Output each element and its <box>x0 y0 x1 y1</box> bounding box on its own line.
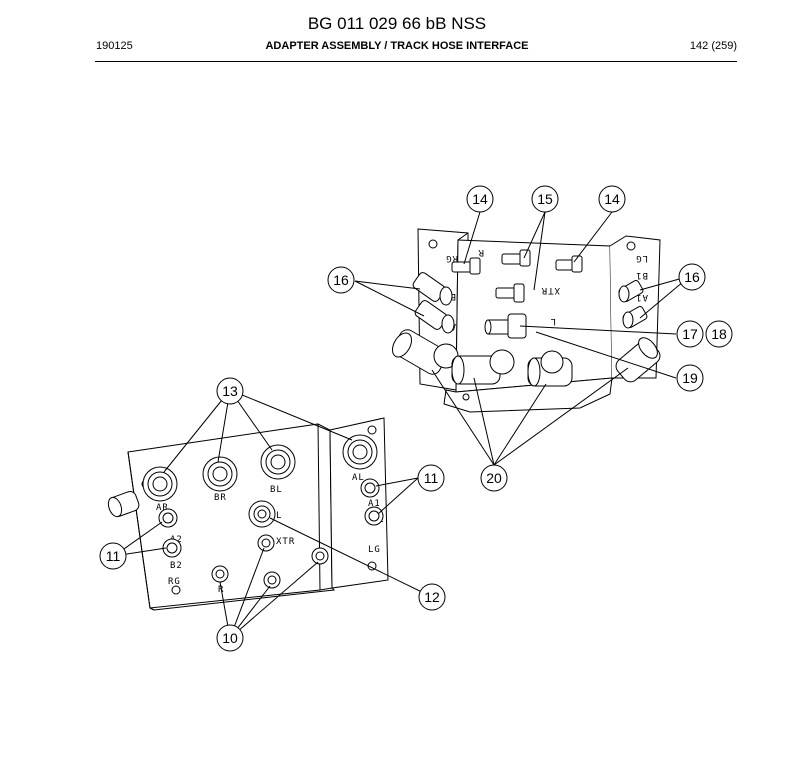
stamp-right-r: R <box>478 247 484 257</box>
callout-17: 17 <box>676 320 704 348</box>
fitting-45-elbow <box>622 306 648 329</box>
callout-16-left: 16 <box>327 266 355 294</box>
svg-text:14: 14 <box>604 191 620 207</box>
stamp-right-b1: B1 <box>635 270 648 280</box>
callout-16-right: 16 <box>678 263 706 291</box>
stamp-right-lg: LG <box>635 253 648 263</box>
svg-text:14: 14 <box>472 191 488 207</box>
fitting-straight <box>484 313 527 339</box>
callout-14-right: 14 <box>598 185 626 213</box>
port-small <box>257 534 275 552</box>
callout-10: 10 <box>216 624 244 652</box>
stamp-left-xtr: XTR <box>276 537 295 547</box>
fitting-large-elbow <box>527 350 573 387</box>
fitting-elbow <box>555 255 583 273</box>
callout-13: 13 <box>216 377 244 405</box>
stamp-left-rg: RG <box>168 577 181 587</box>
svg-text:16: 16 <box>684 269 700 285</box>
stamp-left-lg: LG <box>368 545 381 555</box>
document-number: 190125 <box>96 40 133 52</box>
callouts: 14 15 14 16 16 17 18 19 <box>99 185 733 652</box>
port-small <box>162 538 182 558</box>
callout-14-left: 14 <box>466 185 494 213</box>
stamp-left-br: BR <box>214 493 227 503</box>
section-title: ADAPTER ASSEMBLY / TRACK HOSE INTERFACE <box>265 40 529 52</box>
svg-text:13: 13 <box>222 383 238 399</box>
right-fittings <box>392 249 661 387</box>
port-small <box>360 478 380 498</box>
callout-20: 20 <box>480 464 508 492</box>
fitting-large-elbow <box>451 349 515 385</box>
svg-text:16: 16 <box>333 272 349 288</box>
right-leader-lines <box>354 211 691 466</box>
fitting-45-elbow <box>412 272 453 306</box>
header-rule <box>95 61 737 62</box>
fitting-elbow <box>501 249 531 267</box>
svg-text:10: 10 <box>222 630 238 646</box>
stamp-left-bl: BL <box>270 485 283 495</box>
stamp-right-a1: A1 <box>635 292 648 302</box>
callout-11-left: 11 <box>99 542 127 570</box>
port-large <box>202 456 238 492</box>
svg-text:11: 11 <box>424 470 439 486</box>
svg-text:18: 18 <box>711 326 727 342</box>
left-hose-stub <box>107 491 140 518</box>
stamp-left-al: AL <box>352 473 365 483</box>
svg-text:11: 11 <box>106 548 121 564</box>
svg-text:12: 12 <box>424 589 440 605</box>
port-large <box>342 434 378 470</box>
stamp-left-l: L <box>276 511 282 521</box>
fitting-45-elbow <box>618 280 644 303</box>
callout-15: 15 <box>531 185 559 213</box>
port-large <box>142 466 178 502</box>
page-number: 142 (259) <box>689 40 737 52</box>
port-large <box>260 444 296 480</box>
callout-18: 18 <box>705 320 733 348</box>
stamp-left-a1: A1 <box>368 499 381 509</box>
fitting-large-elbow <box>392 329 459 375</box>
svg-text:15: 15 <box>537 191 553 207</box>
port-medium <box>248 500 276 528</box>
stamp-left-r: R <box>218 585 224 595</box>
port-small <box>158 508 178 528</box>
callout-12: 12 <box>418 583 446 611</box>
port-small <box>263 571 281 589</box>
port-small <box>211 565 229 583</box>
svg-text:17: 17 <box>682 326 698 342</box>
callout-11-right: 11 <box>417 464 445 492</box>
fitting-large-elbow <box>615 337 661 383</box>
stamp-right-l: L <box>550 316 556 326</box>
stamp-left-b2: B2 <box>170 561 183 571</box>
svg-text:20: 20 <box>486 470 502 486</box>
stamp-right-rg: RG <box>445 253 458 263</box>
document-title: BG 011 029 66 bB NSS <box>307 14 487 33</box>
stamp-right-xtr: XTR <box>541 285 560 295</box>
left-fittings <box>142 434 384 589</box>
port-small <box>311 547 329 565</box>
stamp-left-ar: AR <box>156 503 169 513</box>
port-small <box>364 506 384 526</box>
fitting-elbow <box>495 283 525 303</box>
svg-text:19: 19 <box>682 370 698 386</box>
fitting-elbow <box>451 257 481 275</box>
callout-19: 19 <box>676 364 704 392</box>
fitting-45-elbow <box>414 300 455 334</box>
